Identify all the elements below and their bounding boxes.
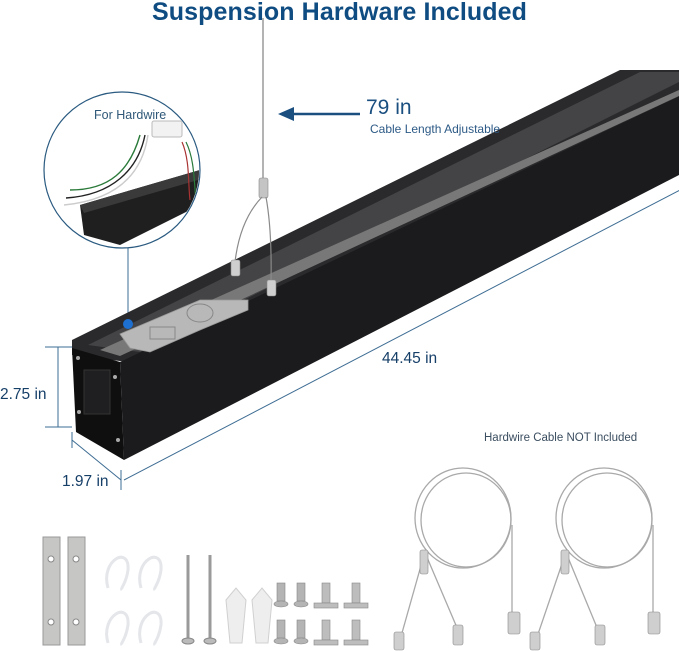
wall-anchors [225, 587, 273, 644]
cable-length-note: Cable Length Adjustable [370, 122, 501, 136]
cable-grippers [393, 549, 661, 651]
hardwire-label: For Hardwire [94, 108, 167, 122]
hardwire-detail-circle [43, 91, 201, 249]
y-cable-hanger [230, 177, 277, 297]
cable-length-label: 79 in [366, 96, 412, 119]
arrow-left-icon [278, 107, 360, 121]
wood-screws [181, 555, 217, 645]
height-dimension: 2.75 in [0, 386, 47, 403]
t-bolts [313, 582, 369, 646]
length-dimension: 44.45 in [382, 350, 438, 367]
dimension-lines [45, 189, 679, 490]
mounting-plates [42, 536, 86, 646]
machine-screws [273, 582, 309, 645]
width-dimension: 1.97 in [62, 473, 109, 490]
cable-clips [105, 555, 163, 647]
linear-fixture [72, 70, 679, 460]
suspension-cable-sets [399, 467, 654, 641]
hardwire-cable-note: Hardwire Cable NOT Included [484, 432, 638, 444]
page-title: Suspension Hardware Included [151, 0, 528, 26]
